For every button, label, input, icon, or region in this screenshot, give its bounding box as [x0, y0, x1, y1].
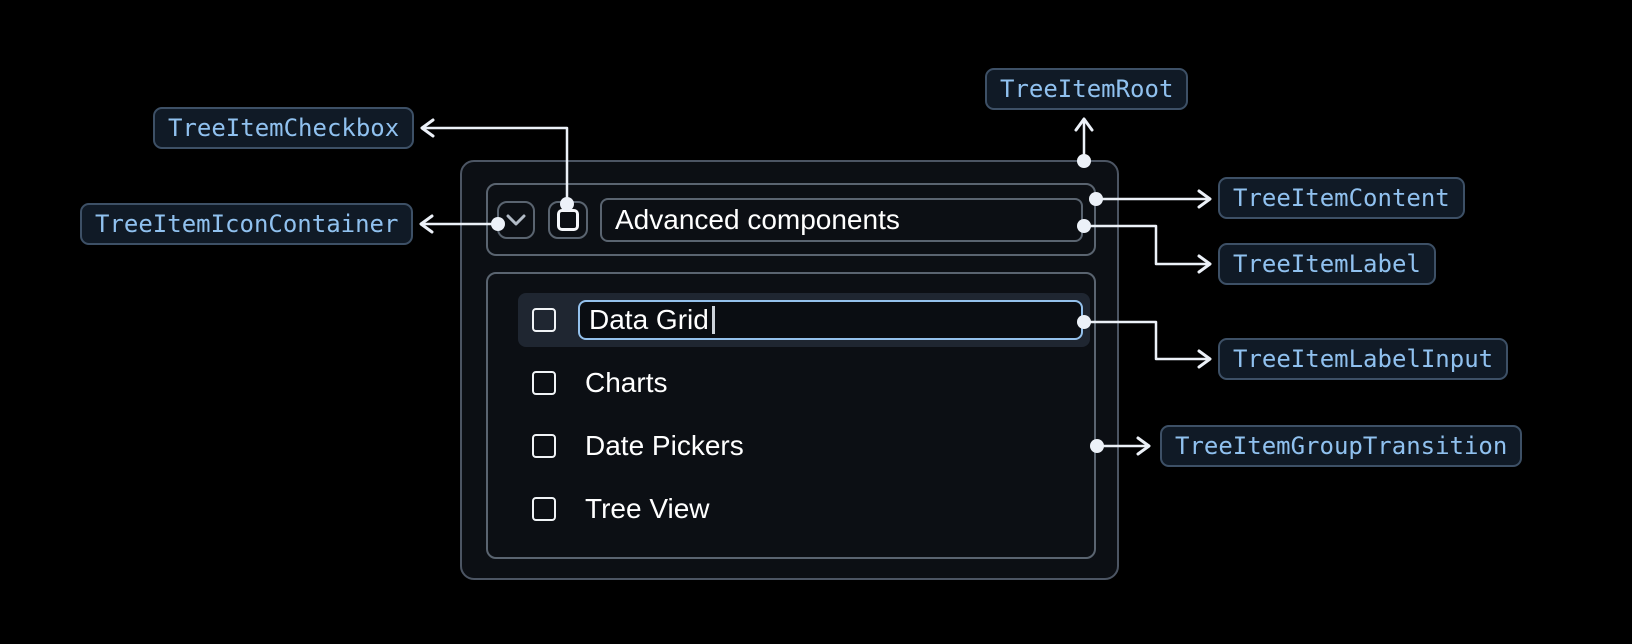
tree-item-label-input[interactable]: Data Grid — [578, 300, 1083, 340]
annotation-chip-tree-item-icon-container: TreeItemIconContainer — [80, 203, 414, 245]
chevron-down-icon — [505, 213, 527, 227]
tree-item-label-text: Advanced components — [615, 203, 900, 235]
label-input-value: Data Grid — [589, 304, 709, 335]
tree-item-checkbox[interactable] — [548, 200, 588, 239]
arrowhead-right-icon — [1197, 349, 1212, 369]
annotation-chip-tree-item-label-input: TreeItemLabelInput — [1218, 338, 1509, 380]
text-cursor-icon — [711, 306, 715, 334]
annotation-label: TreeItemLabelInput — [1233, 345, 1494, 373]
tree-row[interactable]: Tree View — [518, 482, 1090, 536]
checkbox-icon[interactable] — [532, 308, 556, 332]
tree-row[interactable]: Charts — [518, 356, 1090, 410]
annotation-label: TreeItemContent — [1233, 184, 1450, 212]
tree-item-label-text: Date Pickers — [585, 430, 744, 461]
annotation-label: TreeItemIconContainer — [95, 210, 399, 238]
annotation-label: TreeItemLabel — [1233, 250, 1421, 278]
tree-item-label-text: Charts — [585, 367, 668, 398]
checkbox-icon[interactable] — [532, 434, 556, 458]
checkbox-icon — [557, 208, 579, 231]
tree-item-label[interactable]: Advanced components — [600, 197, 1083, 242]
annotation-label: TreeItemGroupTransition — [1175, 432, 1508, 460]
arrowhead-right-icon — [1136, 436, 1151, 456]
annotation-label: TreeItemRoot — [1000, 75, 1174, 103]
tree-row[interactable]: Date Pickers — [518, 419, 1090, 473]
arrowhead-right-icon — [1197, 254, 1212, 274]
arrowhead-right-icon — [1197, 189, 1212, 209]
annotation-label: TreeItemCheckbox — [168, 114, 400, 142]
arrowhead-left-icon — [420, 118, 435, 138]
expand-collapse-button[interactable] — [497, 200, 535, 239]
tree-item-root: Advanced components Data Grid Charts Dat… — [460, 160, 1119, 580]
checkbox-icon[interactable] — [532, 497, 556, 521]
annotation-chip-tree-item-checkbox: TreeItemCheckbox — [153, 107, 415, 149]
arrowhead-left-icon — [419, 214, 434, 234]
tree-item-label-text: Tree View — [585, 493, 710, 524]
arrowhead-up-icon — [1074, 117, 1094, 132]
annotation-chip-tree-item-label: TreeItemLabel — [1218, 243, 1436, 285]
annotation-chip-tree-item-content: TreeItemContent — [1218, 177, 1465, 219]
tree-item-content[interactable]: Advanced components — [486, 183, 1096, 256]
tree-row-editing[interactable]: Data Grid — [518, 293, 1090, 347]
tree-item-group-transition: Data Grid Charts Date Pickers Tree View — [486, 272, 1096, 559]
checkbox-icon[interactable] — [532, 371, 556, 395]
annotation-chip-tree-item-group-transition: TreeItemGroupTransition — [1160, 425, 1523, 467]
annotation-chip-tree-item-root: TreeItemRoot — [985, 68, 1189, 110]
